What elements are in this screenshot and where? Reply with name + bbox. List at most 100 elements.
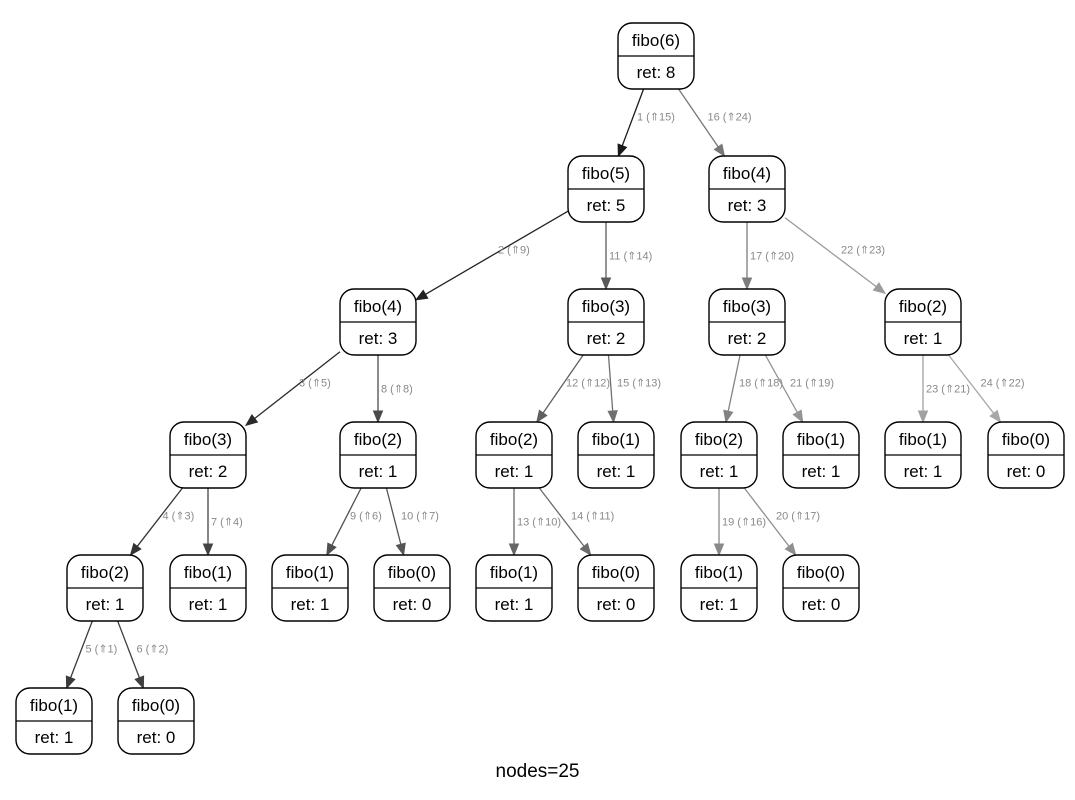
node-function-label: fibo(1) xyxy=(490,563,538,582)
node-function-label: fibo(3) xyxy=(723,297,771,316)
edge-arrowhead xyxy=(713,143,726,158)
edge-arrowhead xyxy=(600,277,612,291)
node-function-label: fibo(4) xyxy=(354,297,402,316)
node-return-label: ret: 3 xyxy=(359,329,398,348)
node-function-label: fibo(1) xyxy=(695,563,743,582)
edge-line xyxy=(254,351,341,420)
node-return-label: ret: 1 xyxy=(700,595,739,614)
edge-line xyxy=(385,487,402,545)
edge-label: 3 (⇑5) xyxy=(299,378,331,390)
edge-arrowhead xyxy=(326,542,337,557)
edge-label: 17 (⇑20) xyxy=(750,251,794,263)
node-return-label: ret: 1 xyxy=(35,728,74,747)
edge-arrowhead xyxy=(579,542,592,557)
edge-label: 4 (⇑3) xyxy=(163,511,195,523)
node-function-label: fibo(3) xyxy=(582,297,630,316)
edge-line xyxy=(331,487,362,546)
edge-label: 14 (⇑11) xyxy=(571,511,614,523)
node-function-label: fibo(1) xyxy=(286,563,334,582)
edge-7: 7 (⇑4) xyxy=(202,488,243,557)
edge-arrowhead xyxy=(741,277,753,291)
nodes-layer: fibo(6)ret: 8 fibo(5)ret: 5 fibo(4) ret: 3 f… xyxy=(15,22,1065,755)
call-node-n9: fibo(1)ret: 1 xyxy=(271,554,349,622)
edge-label: 21 (⇑19) xyxy=(790,378,834,390)
edge-arrowhead xyxy=(202,543,214,557)
node-function-label: fibo(1) xyxy=(30,696,78,715)
edge-label: 20 (⇑17) xyxy=(776,511,820,523)
edge-arrowhead xyxy=(129,542,142,557)
node-function-label: fibo(6) xyxy=(632,31,680,50)
edge-label: 7 (⇑4) xyxy=(211,517,243,529)
node-function-label: fibo(1) xyxy=(899,430,947,449)
edge-label: 23 (⇑21) xyxy=(926,384,970,396)
call-node-n24: fibo(0) ret: 0 xyxy=(987,421,1065,489)
edge-24: 24 (⇑22) xyxy=(948,354,1025,424)
edge-19: 19 (⇑16) xyxy=(713,488,766,557)
edge-line xyxy=(678,88,719,148)
edge-label: 9 (⇑6) xyxy=(350,511,382,523)
call-node-n5: fibo(1) ret: 1 xyxy=(15,687,93,755)
call-node-n1: fibo(5)ret: 5 xyxy=(567,155,645,223)
edge-12: 12 (⇑12) xyxy=(536,354,610,424)
node-return-label: ret: 1 xyxy=(700,462,739,481)
edge-1: 1 (⇑15) xyxy=(617,88,675,158)
edge-line xyxy=(69,620,93,678)
node-function-label: fibo(2) xyxy=(490,430,538,449)
node-return-label: ret: 1 xyxy=(495,595,534,614)
call-node-n14: fibo(0)ret: 0 xyxy=(577,554,655,622)
node-function-label: fibo(2) xyxy=(81,563,129,582)
node-return-label: ret: 1 xyxy=(802,462,841,481)
edge-arrowhead xyxy=(508,543,520,557)
edge-line xyxy=(948,354,995,414)
edge-arrowhead xyxy=(244,414,259,427)
call-node-n2: fibo(4) ret: 3 xyxy=(339,288,417,356)
edge-2: 2 (⇑9) xyxy=(414,210,569,301)
call-node-n21: fibo(1)ret: 1 xyxy=(782,421,860,489)
edge-arrowhead xyxy=(723,409,734,424)
call-node-n12: fibo(2) ret: 1 xyxy=(475,421,553,489)
edge-label: 15 (⇑13) xyxy=(617,378,661,390)
edge-arrowhead xyxy=(792,409,804,424)
call-node-n23: fibo(1) ret: 1 xyxy=(884,421,962,489)
edge-6: 6 (⇑2) xyxy=(117,620,168,690)
edge-4: 4 (⇑3) xyxy=(129,487,195,557)
edge-8: 8 (⇑8) xyxy=(372,355,413,424)
call-node-n7: fibo(1)ret: 1 xyxy=(169,554,247,622)
node-function-label: fibo(5) xyxy=(582,164,630,183)
node-function-label: fibo(4) xyxy=(723,164,771,183)
node-return-label: ret: 0 xyxy=(597,595,636,614)
edge-arrowhead xyxy=(134,675,145,690)
edge-arrowhead xyxy=(395,542,406,557)
node-function-label: fibo(0) xyxy=(1002,430,1050,449)
node-return-label: ret: 1 xyxy=(495,462,534,481)
node-function-label: fibo(0) xyxy=(797,563,845,582)
edge-14: 14 (⇑11) xyxy=(538,487,614,557)
call-node-n18: fibo(2) ret: 1 xyxy=(680,421,758,489)
edge-arrowhead xyxy=(617,143,628,158)
edge-label: 8 (⇑8) xyxy=(381,384,413,396)
call-node-n16: fibo(4)ret: 3 xyxy=(708,155,786,223)
edge-arrowhead xyxy=(713,543,725,557)
edge-label: 11 (⇑14) xyxy=(609,251,652,263)
edge-arrowhead xyxy=(872,282,887,295)
node-return-label: ret: 0 xyxy=(802,595,841,614)
edge-22: 22 (⇑23) xyxy=(784,217,887,295)
call-node-n0: fibo(6)ret: 8 xyxy=(617,22,695,90)
node-return-label: ret: 0 xyxy=(1007,462,1046,481)
node-return-label: ret: 0 xyxy=(393,595,432,614)
edge-line xyxy=(621,88,645,146)
edge-arrowhead xyxy=(784,542,797,557)
node-function-label: fibo(2) xyxy=(695,430,743,449)
node-function-label: fibo(1) xyxy=(184,563,232,582)
edge-9: 9 (⇑6) xyxy=(326,487,382,557)
edge-3: 3 (⇑5) xyxy=(244,351,341,427)
node-return-label: ret: 2 xyxy=(728,329,767,348)
edge-arrowhead xyxy=(607,410,618,424)
edge-arrowhead xyxy=(65,675,76,690)
call-tree-diagram: 1 (⇑15)2 (⇑9)3 (⇑5)4 (⇑3)5 (⇑1)6 (⇑2)7 (… xyxy=(15,22,1065,755)
node-return-label: ret: 1 xyxy=(904,462,943,481)
call-node-n11: fibo(3)ret: 2 xyxy=(567,288,645,356)
edge-arrowhead xyxy=(414,289,429,301)
edge-arrowhead xyxy=(989,409,1002,424)
node-function-label: fibo(3) xyxy=(184,430,232,449)
